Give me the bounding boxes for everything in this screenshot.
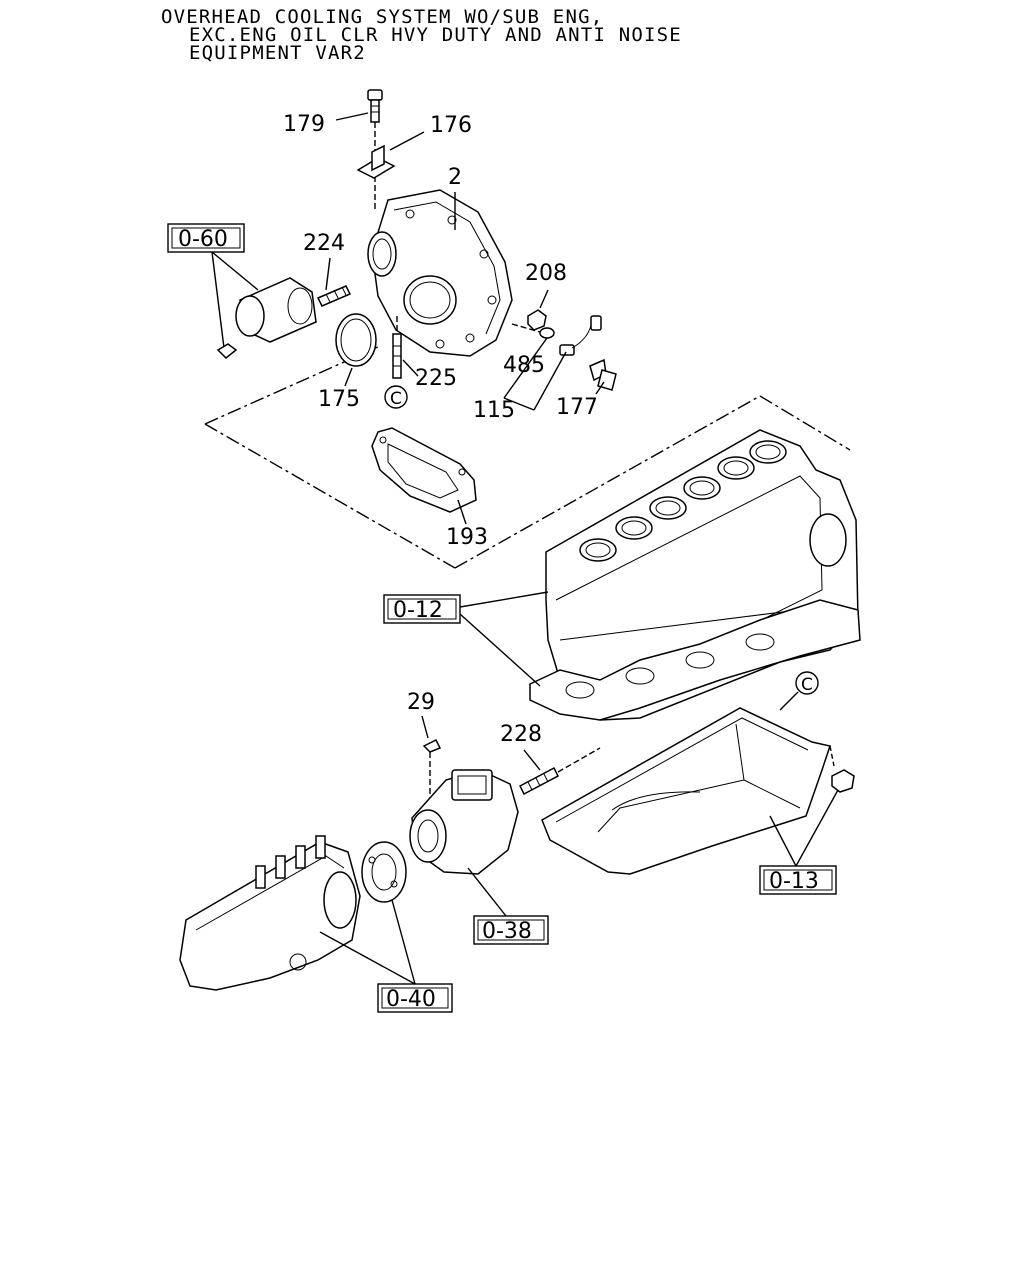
nut-208 [527, 309, 547, 331]
leader-0-13-b [795, 789, 839, 867]
starter-motor [216, 277, 317, 360]
group-frame-line [759, 395, 851, 451]
oil-pan [541, 707, 855, 875]
reference-box-inner [477, 919, 545, 941]
stud-225 [392, 316, 402, 379]
reference-0-38: 0-38 [482, 919, 532, 944]
diagram-title-line-3: EQUIPMENT VAR2 [189, 42, 366, 64]
callout-225: 225 [415, 366, 457, 391]
injection-pump [179, 835, 361, 991]
leader-224 [325, 257, 331, 291]
leader-228 [523, 749, 541, 771]
stud-228 [519, 747, 601, 796]
drain-plug-guide [829, 745, 835, 767]
reference-box-0-38[interactable] [473, 915, 549, 945]
callout-115: 115 [473, 398, 515, 423]
leader-115-bracket [503, 397, 535, 411]
bracket-176 [356, 144, 396, 179]
group-frame-line [204, 423, 456, 569]
reference-0-40: 0-40 [386, 987, 436, 1012]
reference-0-13: 0-13 [769, 869, 819, 894]
callout-228: 228 [500, 722, 542, 747]
reference-box-0-12[interactable] [383, 594, 461, 624]
callout-485: 485 [503, 353, 545, 378]
stud-224 [316, 285, 352, 307]
leader-177 [595, 381, 605, 395]
bolt-177 [589, 358, 617, 391]
reference-box-inner [763, 869, 833, 891]
flywheel-housing-2 [367, 189, 513, 357]
circle-marker-c-upper [384, 385, 408, 409]
leader-115 [533, 351, 567, 411]
leader-0-12-a [459, 591, 549, 608]
leader-0-60-a [211, 251, 259, 291]
reference-box-0-60[interactable] [167, 223, 245, 253]
callout-224: 224 [303, 231, 345, 256]
leader-0-40-b [319, 931, 416, 985]
leader-0-12-b [459, 613, 541, 687]
callout-193: 193 [446, 525, 488, 550]
leader-176 [389, 131, 425, 151]
callout-2: 2 [448, 165, 462, 190]
leader-175 [344, 367, 353, 387]
callout-177: 177 [556, 395, 598, 420]
oring-175 [335, 313, 377, 367]
callout-208: 208 [525, 261, 567, 286]
reference-box-inner [381, 987, 449, 1009]
diagram-title-line-1: OVERHEAD COOLING SYSTEM WO/SUB ENG, [161, 6, 604, 28]
circle-marker-c-lower-label: C [801, 675, 813, 695]
reference-box-inner [171, 227, 241, 249]
reference-box-inner [387, 598, 457, 620]
callout-176: 176 [430, 113, 472, 138]
air-compressor [409, 769, 519, 875]
leader-225 [402, 359, 419, 377]
reference-box-0-13[interactable] [759, 865, 837, 895]
reference-0-12: 0-12 [393, 598, 443, 623]
leader-29 [421, 715, 429, 739]
leader-485 [503, 337, 548, 399]
drive-coupling [361, 841, 407, 903]
leader-c-lower [779, 691, 799, 711]
group-frame-line [454, 395, 761, 569]
cylinder-block [529, 429, 861, 721]
leader-179 [335, 112, 369, 121]
diagram-title-line-2: EXC.ENG OIL CLR HVY DUTY AND ANTI NOISE [189, 24, 682, 46]
leader-208 [539, 289, 549, 309]
leader-0-13-a [769, 815, 797, 867]
leader-0-60-b [211, 251, 225, 349]
circle-marker-c-upper-label: C [390, 389, 402, 409]
callout-179: 179 [283, 112, 325, 137]
callout-175: 175 [318, 387, 360, 412]
sensor-assembly [511, 315, 602, 356]
circle-marker-c-lower [795, 671, 819, 695]
key-29 [422, 738, 442, 800]
leader-193 [457, 499, 467, 525]
leader-0-40-a [391, 899, 416, 985]
leader-0-38 [467, 867, 507, 917]
seal-retainer-193 [371, 427, 477, 513]
callout-29: 29 [407, 690, 435, 715]
reference-0-60: 0-60 [178, 227, 228, 252]
